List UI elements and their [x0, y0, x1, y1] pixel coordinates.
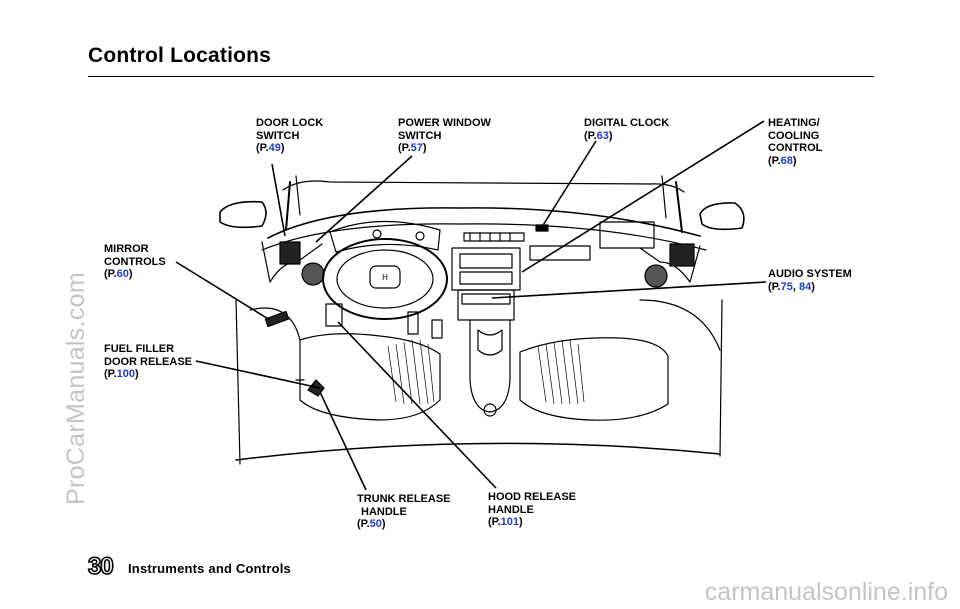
page-ref-prefix: (P. [584, 129, 597, 142]
page-ref-prefix: (P. [256, 142, 269, 154]
page-link-57[interactable]: 57 [410, 142, 423, 154]
page-ref-prefix: (P. [768, 280, 781, 293]
page-link-60[interactable]: 60 [116, 268, 129, 280]
side-watermark: ProCarManuals.com [62, 272, 90, 505]
callout-line: HOOD RELEASE [488, 491, 577, 503]
page-link-63[interactable]: 63 [596, 129, 609, 142]
callout-line: SWITCH [256, 129, 300, 142]
page-ref-suffix: ) [792, 154, 797, 167]
audio-system-callout: AUDIO SYSTEM (P.75, 84) [768, 268, 852, 293]
hood-release-handle-callout: HOOD RELEASE HANDLE (P.101) [488, 491, 576, 529]
heating-cooling-control-callout: HEATING/ COOLING CONTROL (P.68) [768, 117, 822, 167]
callout-line: CONTROL [768, 142, 823, 154]
callout-line: DOOR LOCK [256, 117, 324, 129]
page-ref-prefix: (P. [398, 142, 411, 154]
callout-line: TRUNK RELEASE [357, 493, 451, 505]
power-window-switch-callout: POWER WINDOW SWITCH (P.57) [398, 117, 491, 155]
callout-line: SWITCH [398, 129, 442, 142]
callout-line: MIRROR [104, 243, 149, 255]
page-ref-suffix: ) [519, 516, 523, 528]
page-link-84[interactable]: 84 [799, 280, 812, 293]
page-link-49[interactable]: 49 [268, 142, 281, 154]
page-ref-prefix: (P. [104, 368, 117, 380]
svg-text:H: H [382, 273, 388, 282]
page-ref-suffix: ) [280, 142, 285, 154]
page-link-100[interactable]: 100 [116, 368, 135, 380]
section-title: Instruments and Controls [128, 561, 291, 576]
page-ref-suffix: ) [422, 142, 427, 154]
page-number: 30 [87, 552, 114, 581]
page-ref-prefix: (P. [357, 518, 370, 530]
callout-line: FUEL FILLER [104, 343, 175, 355]
page-link-50[interactable]: 50 [369, 518, 382, 530]
callout-line: HEATING/ [768, 117, 820, 129]
bottom-watermark: carmanualsonline.info [704, 578, 948, 606]
page-ref-prefix: (P. [488, 516, 501, 528]
page-ref-suffix: ) [381, 518, 386, 530]
mirror-controls-callout: MIRROR CONTROLS (P.60) [104, 243, 166, 281]
door-lock-switch-callout: DOOR LOCK SWITCH (P.49) [256, 117, 323, 155]
page-ref-separator: , [792, 280, 800, 293]
callout-line: COOLING [768, 129, 820, 142]
trunk-release-handle-callout: TRUNK RELEASE HANDLE (P.50) [357, 493, 451, 531]
page-title: Control Locations [88, 44, 272, 67]
callout-line: CONTROLS [104, 255, 166, 268]
page-ref-suffix: ) [128, 268, 133, 280]
title-divider [88, 76, 874, 77]
callout-line: DIGITAL CLOCK [584, 117, 670, 129]
digital-clock-callout: DIGITAL CLOCK (P.63) [584, 117, 669, 142]
callout-line: HANDLE [361, 505, 407, 518]
page-ref-prefix: (P. [768, 154, 781, 167]
callout-line: AUDIO SYSTEM [768, 268, 852, 280]
page-link-68[interactable]: 68 [780, 154, 793, 167]
page-ref-suffix: ) [135, 368, 139, 380]
callout-line: DOOR RELEASE [104, 355, 193, 368]
page-link-75[interactable]: 75 [780, 280, 793, 293]
callout-line: POWER WINDOW [398, 117, 491, 129]
page-ref-suffix: ) [811, 280, 815, 293]
callout-line: HANDLE [488, 503, 534, 516]
page-ref-prefix: (P. [104, 268, 117, 280]
callout-leaders [175, 120, 767, 491]
page-ref-suffix: ) [608, 129, 613, 142]
fuel-filler-door-release-callout: FUEL FILLER DOOR RELEASE (P.100) [104, 343, 192, 381]
page-link-101[interactable]: 101 [500, 516, 519, 528]
